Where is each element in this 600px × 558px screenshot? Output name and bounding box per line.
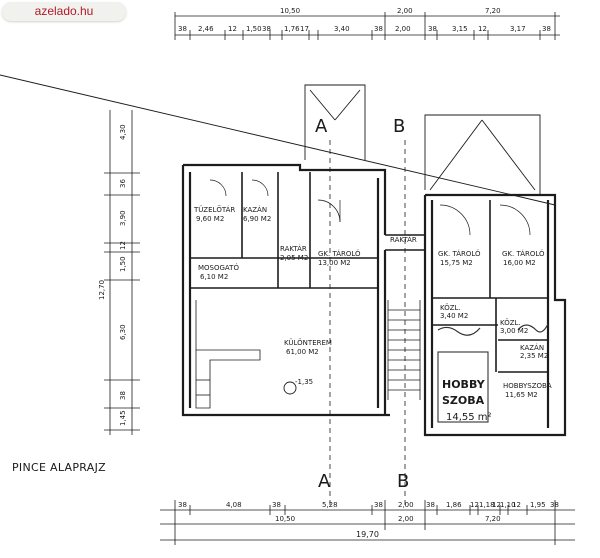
top-overall-3: 7,20 [485, 7, 501, 15]
door-swings [209, 179, 531, 236]
top-dim-1: 38 [178, 25, 187, 33]
room-gk-tarolo-3-area: 16,00 M2 [503, 259, 536, 267]
top-dim-9: 38 [374, 25, 383, 33]
bottom-dim-6: 2,00 [398, 501, 414, 509]
handwritten-hobby: HOBBY [442, 378, 486, 391]
bottom-overall-3: 7,20 [485, 515, 501, 523]
watermark-badge: azelado.hu [2, 2, 126, 21]
bottom-dim-4: 5,28 [322, 501, 338, 509]
top-dim-11: 38 [428, 25, 437, 33]
room-kazan-2-name: KAZÁN [520, 343, 544, 352]
bottom-dim-9: 12 [470, 501, 479, 509]
left-dim-3: 3,90 [119, 210, 127, 226]
handwriting-scribbles [437, 323, 549, 423]
room-kozl-2-area: 3,00 M2 [500, 327, 528, 335]
section-cut-lines [329, 140, 406, 505]
bottom-dim-7: 38 [426, 501, 435, 509]
left-dim-1: 4,30 [119, 124, 127, 140]
top-dim-4: 1,50 [246, 25, 262, 33]
room-mosogato-area: 6,10 M2 [200, 273, 228, 281]
section-marker-a-bottom: A [318, 471, 331, 492]
handwritten-szoba: SZOBA [442, 394, 485, 407]
top-dim-6: 1,76 [284, 25, 300, 33]
room-gk-tarolo-1-name: GK. TÁROLÓ [318, 249, 361, 258]
top-overall-1: 10,50 [280, 7, 300, 15]
bottom-dim-1: 38 [178, 501, 187, 509]
left-dim-7: 38 [119, 391, 127, 400]
room-raktar-2-name: RAKTÁR [390, 235, 417, 244]
terrain-line [0, 74, 556, 206]
room-kulonterem-name: KÜLÖNTEREM [284, 338, 332, 347]
left-overall: 12,70 [98, 280, 106, 300]
room-gk-tarolo-2-name: GK. TÁROLÓ [438, 249, 481, 258]
left-dim-5: 1,50 [119, 256, 127, 272]
room-tuzelotar-name: TÜZELŐTÁR [193, 205, 235, 214]
section-marker-b-top: B [393, 116, 405, 137]
bottom-dimension-chain [160, 500, 575, 545]
left-dimension-chain [104, 110, 140, 435]
bottom-dim-5: 38 [374, 501, 383, 509]
bottom-overall-2: 2,00 [398, 515, 414, 523]
bay-window-b [424, 114, 541, 195]
right-block-walls [423, 193, 567, 437]
top-dim-3: 12 [228, 25, 237, 33]
room-hobbyszoba-area: 11,65 M2 [505, 391, 538, 399]
interior-walls [190, 172, 548, 373]
top-dim-10: 2,00 [395, 25, 411, 33]
staircase [387, 300, 421, 400]
top-dim-13: 12 [478, 25, 487, 33]
room-kazan-2-area: 2,35 M2 [520, 352, 548, 360]
bottom-dim-11: 12 [492, 501, 501, 509]
room-gk-tarolo-3-name: GK. TÁROLÓ [502, 249, 545, 258]
bay-window-a [304, 84, 366, 160]
left-dim-2: 36 [119, 179, 127, 188]
room-kozl-1-name: KÖZL. [440, 303, 461, 312]
top-overall-2: 2,00 [397, 7, 413, 15]
bottom-dim-3: 38 [272, 501, 281, 509]
main-block-walls [181, 163, 390, 417]
top-dim-2: 2,46 [198, 25, 214, 33]
room-kazan-area: 6,90 M2 [243, 215, 271, 223]
top-dimension-chain [174, 12, 560, 40]
room-kulonterem-area: 61,00 M2 [286, 348, 319, 356]
room-kozl-1-area: 3,40 M2 [440, 312, 468, 320]
room-hobbyszoba-name: HOBBYSZOBA [503, 382, 552, 390]
room-gk-tarolo-1-area: 13,00 M2 [318, 259, 351, 267]
bottom-dim-15: 38 [550, 501, 559, 509]
bottom-dim-12: 1,10 [500, 501, 516, 509]
bottom-dim-13: 12 [512, 501, 521, 509]
room-raktar-area: 2,05 M2 [280, 254, 308, 262]
bottom-dim-14: 1,95 [530, 501, 546, 509]
plan-title: PINCE ALAPRAJZ [12, 461, 106, 474]
level-mark: -1,35 [295, 378, 313, 386]
room-raktar-name: RAKTÁR [280, 244, 307, 253]
left-dim-4: 12 [119, 241, 127, 250]
top-dim-14: 3,17 [510, 25, 526, 33]
handwritten-area: 14,55 m² [446, 412, 492, 423]
watermark-text: azelado.hu [34, 4, 94, 18]
interior-landing [195, 300, 261, 409]
room-kazan-name: KAZÁN [243, 205, 267, 214]
top-dim-15: 38 [542, 25, 551, 33]
bottom-dim-10: 1,18 [479, 501, 495, 509]
section-marker-b-bottom: B [397, 471, 409, 492]
left-dim-6: 6,30 [119, 324, 127, 340]
section-marker-a-top: A [315, 116, 328, 137]
bottom-dim-8: 1,86 [446, 501, 462, 509]
floor-drain [283, 381, 297, 395]
bottom-overall-1: 10,50 [275, 515, 295, 523]
room-tuzelotar-area: 9,60 M2 [196, 215, 224, 223]
room-kozl-2-name: KÖZL. [500, 318, 521, 327]
room-mosogato-name: MOSOGATÓ [198, 263, 239, 272]
top-dim-7: 17 [300, 25, 309, 33]
overall-dimension: 19,70 [356, 530, 379, 539]
top-dim-8: 3,40 [334, 25, 350, 33]
room-gk-tarolo-2-area: 15,75 M2 [440, 259, 473, 267]
top-dim-5: 38 [262, 25, 271, 33]
top-dim-12: 3,15 [452, 25, 468, 33]
left-dim-8: 1,45 [119, 410, 127, 426]
bottom-dim-2: 4,08 [226, 501, 242, 509]
